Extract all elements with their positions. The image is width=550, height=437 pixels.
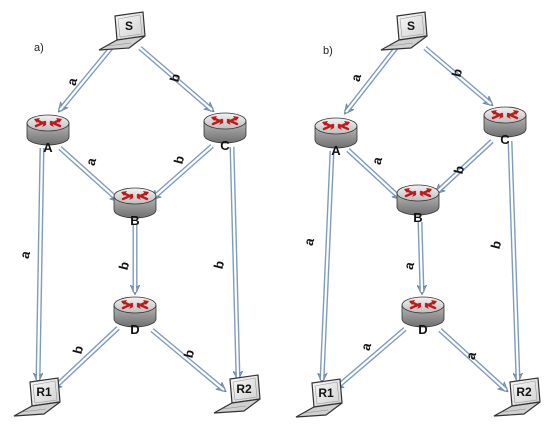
router-icon (396, 184, 440, 216)
laptop-icon (493, 377, 541, 417)
edge-c-b: b (437, 139, 494, 192)
edge-label: a (358, 341, 375, 353)
node-s: S (380, 11, 428, 51)
node-b: B (396, 184, 440, 225)
edge-a-r1: a (17, 147, 45, 380)
router-icon (314, 117, 358, 149)
edge-label: b (70, 344, 87, 356)
router-icon (203, 112, 247, 144)
node-label: D (418, 322, 427, 337)
node-label: R1 (318, 386, 334, 400)
laptop-icon (213, 374, 261, 414)
laptop-icon (380, 11, 428, 51)
node-label: R1 (36, 385, 52, 399)
node-label: C (220, 138, 230, 153)
router-icon (113, 187, 157, 219)
panel-b: b) a b a b a b a a a S A B C D R1 R2 (295, 11, 541, 418)
edge-label: a (463, 350, 480, 362)
edge-s-c: b (423, 46, 491, 104)
node-r1: R1 (13, 377, 61, 417)
edge-b-d: a (401, 221, 422, 292)
node-d: D (113, 296, 157, 337)
edge-d-r2: a (438, 328, 506, 390)
edge-label: a (83, 156, 100, 168)
router-icon (483, 106, 527, 138)
edge-label: a (301, 236, 318, 248)
edge-label: b (116, 260, 133, 272)
edge-s-a: a (60, 46, 113, 110)
panel-label: b) (323, 45, 333, 57)
laptop-icon (98, 11, 146, 51)
edge-label: b (451, 164, 468, 176)
edge-label: b (181, 348, 198, 360)
node-c: C (203, 112, 247, 153)
edge-a-r1: a (301, 150, 335, 380)
node-r1: R1 (295, 378, 343, 418)
edge-label: a (401, 260, 418, 272)
edge-label: a (369, 155, 386, 167)
edge-d-r1: a (336, 327, 407, 388)
edge-label: a (348, 72, 365, 84)
edge-c-r2: b (211, 146, 238, 378)
edge-label: b (167, 72, 184, 84)
edge-label: b (211, 259, 228, 271)
edge-label: b (488, 239, 505, 251)
laptop-icon (13, 377, 61, 417)
edge-label: a (17, 249, 34, 261)
edge-a-b: a (58, 146, 118, 200)
node-label: B (413, 210, 422, 225)
edge-c-b: b (153, 144, 214, 198)
router-icon (113, 296, 157, 328)
node-d: D (401, 296, 445, 337)
node-label: R2 (516, 385, 532, 399)
node-label: R2 (236, 382, 252, 396)
node-label: C (500, 132, 510, 147)
node-label: S (125, 19, 133, 33)
edge-label: b (449, 67, 466, 79)
edge-c-r2: b (488, 140, 518, 380)
node-label: S (407, 19, 415, 33)
edge-b-d: b (116, 225, 135, 292)
node-label: A (331, 143, 341, 158)
node-c: C (483, 106, 527, 147)
node-r2: R2 (213, 374, 261, 414)
edge-d-r1: b (54, 326, 120, 388)
node-label: A (43, 140, 53, 155)
edge-a-b: a (346, 148, 400, 198)
node-a: A (26, 114, 70, 155)
router-icon (26, 114, 70, 146)
edge-label: a (64, 76, 81, 88)
node-s: S (98, 11, 146, 51)
laptop-icon (295, 378, 343, 418)
edge-s-c: b (138, 46, 212, 110)
node-label: B (130, 213, 139, 228)
panel-a: a) a b a b a b b b b S A B C D R1 R2 (13, 11, 261, 417)
edge-s-a: a (346, 46, 398, 112)
edge-label: b (171, 154, 188, 166)
edge-d-r2: b (150, 328, 224, 390)
router-icon (401, 296, 445, 328)
node-a: A (314, 117, 358, 158)
node-r2: R2 (493, 377, 541, 417)
node-label: D (130, 322, 139, 337)
panel-label: a) (34, 42, 44, 54)
node-b: B (113, 187, 157, 228)
